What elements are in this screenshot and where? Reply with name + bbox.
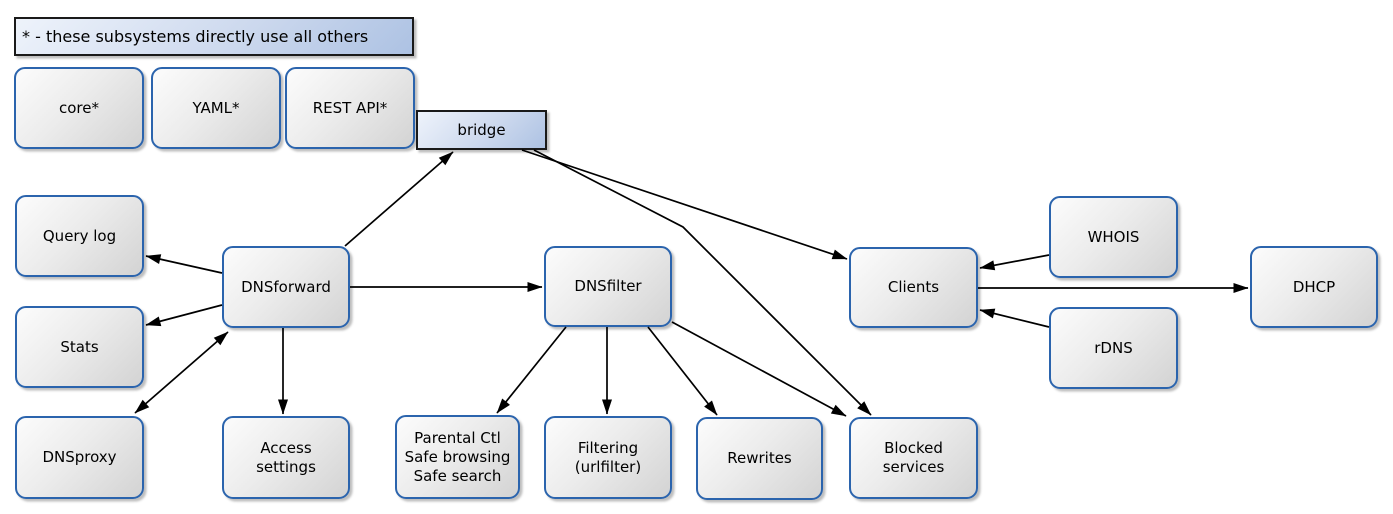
edge-dnsfilter-to-blocked-services bbox=[671, 321, 847, 417]
node-whois-label: WHOIS bbox=[1087, 227, 1140, 246]
edge-dnsforward-to-query-log bbox=[145, 254, 223, 274]
node-rdns-label: rDNS bbox=[1094, 338, 1133, 357]
node-rewrites-label: Rewrites bbox=[727, 449, 792, 467]
node-dhcp-label: DHCP bbox=[1292, 277, 1336, 296]
node-rdns: rDNS bbox=[1049, 307, 1178, 389]
edge-dnsfilter-to-rewrites bbox=[647, 326, 718, 416]
node-rest-api-label: REST API* bbox=[312, 98, 388, 117]
node-stats-label: Stats bbox=[60, 337, 99, 356]
node-dnsproxy-label: DNSproxy bbox=[42, 448, 117, 466]
node-access-settings-label: Access bbox=[260, 438, 312, 457]
node-bridge-label: bridge bbox=[457, 120, 506, 139]
edge-dnsfilter-to-parental bbox=[496, 326, 567, 414]
node-query-log: Query log bbox=[15, 195, 144, 277]
node-stats: Stats bbox=[15, 306, 144, 388]
node-filtering: Filtering(urlfilter) bbox=[544, 416, 672, 499]
node-dnsproxy: DNSproxy bbox=[15, 416, 144, 499]
edge-dnsforward-to-stats bbox=[145, 304, 223, 327]
edge-bridge-to-clients bbox=[521, 149, 848, 260]
node-parental-label: Safe browsing bbox=[404, 447, 511, 466]
node-legend-label: * - these subsystems directly use all ot… bbox=[22, 27, 369, 46]
node-parental-label: Safe search bbox=[413, 466, 502, 485]
node-yaml: YAML* bbox=[151, 67, 281, 149]
edge-dnsforward-to-dnsproxy bbox=[134, 331, 229, 414]
node-filtering-label: (urlfilter) bbox=[574, 457, 642, 476]
node-query-log-label: Query log bbox=[42, 226, 117, 245]
node-bridge: bridge bbox=[416, 110, 547, 150]
edge-whois-to-clients bbox=[979, 254, 1050, 271]
node-whois: WHOIS bbox=[1049, 196, 1178, 278]
node-yaml-label: YAML* bbox=[192, 98, 240, 117]
node-clients: Clients bbox=[849, 247, 978, 328]
node-legend: * - these subsystems directly use all ot… bbox=[14, 17, 414, 56]
node-clients-label: Clients bbox=[887, 278, 940, 296]
node-access-settings-label: settings bbox=[256, 457, 316, 476]
node-dnsforward-label: DNSforward bbox=[241, 277, 331, 296]
edge-dnsforward-to-bridge bbox=[344, 151, 454, 247]
node-blocked-services-label: Blocked bbox=[884, 439, 943, 457]
node-core: core* bbox=[14, 67, 144, 149]
node-filtering-label: Filtering bbox=[577, 438, 639, 457]
node-dnsfilter-label: DNSfilter bbox=[574, 277, 642, 295]
node-blocked-services-label: services bbox=[882, 458, 945, 476]
node-rewrites: Rewrites bbox=[696, 417, 823, 500]
edge-rdns-to-clients bbox=[979, 308, 1050, 328]
node-parental-label: Parental Ctl bbox=[414, 428, 501, 447]
node-dnsforward: DNSforward bbox=[222, 246, 350, 328]
node-dhcp: DHCP bbox=[1250, 246, 1378, 328]
node-rest-api: REST API* bbox=[285, 67, 415, 149]
node-dnsfilter: DNSfilter bbox=[544, 246, 672, 327]
node-core-label: core* bbox=[59, 98, 99, 117]
